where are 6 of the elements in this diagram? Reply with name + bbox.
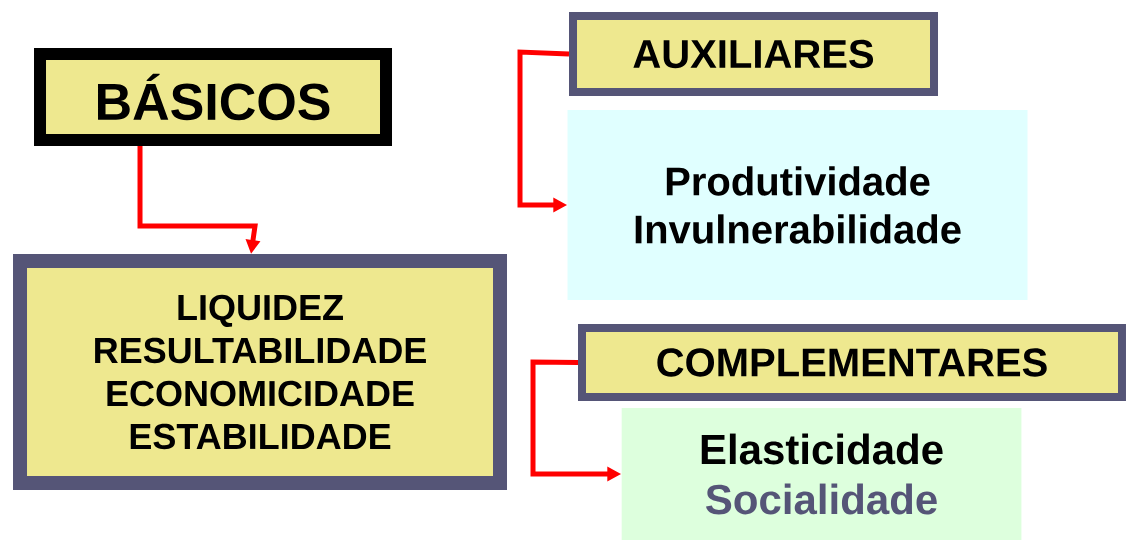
list-box: Produtividade Invulnerabilidade: [567, 110, 1028, 300]
list-box: Elasticidade Socialidade: [621, 408, 1022, 540]
title-box: AUXILIARES: [569, 12, 938, 96]
list-box: LIQUIDEZ RESULTABILIDADE ECONOMICIDADE ESTABILIDADE: [13, 254, 507, 490]
title-box: BÁSICOS: [34, 48, 392, 146]
title-box: COMPLEMENTARES: [578, 324, 1126, 401]
